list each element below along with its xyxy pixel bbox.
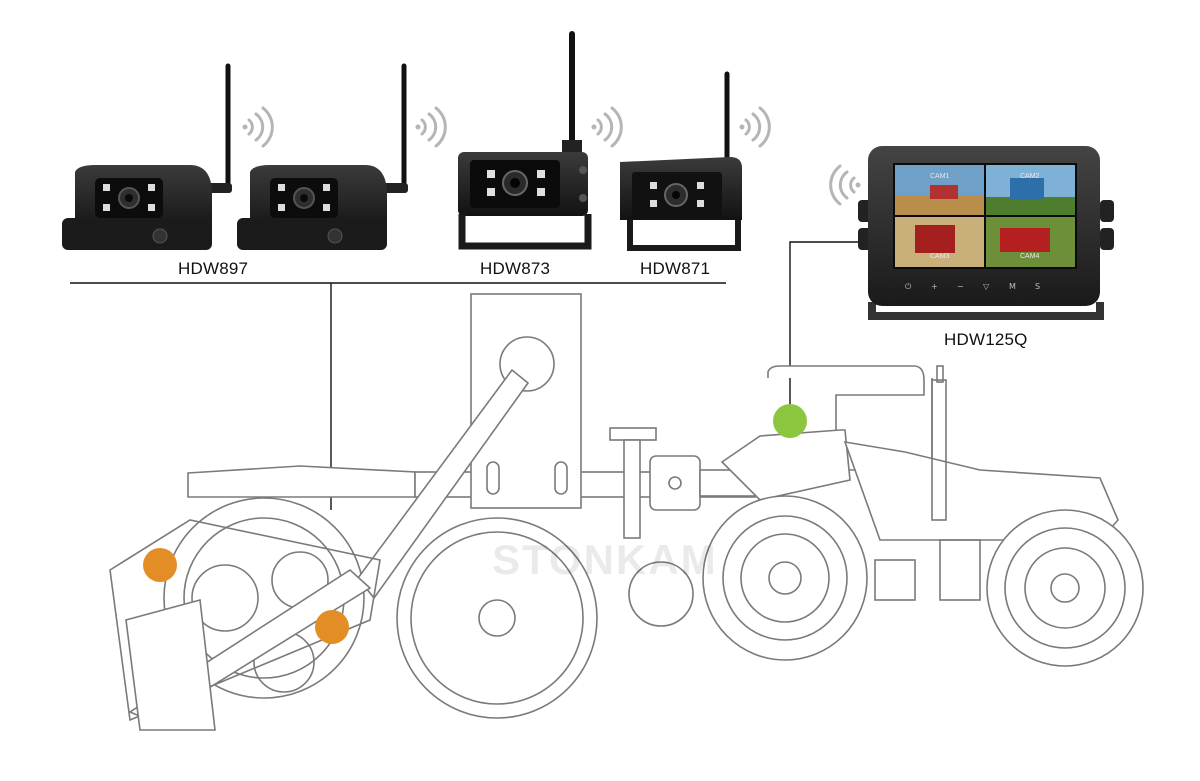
wifi-icon [829,164,861,206]
camera-hdw897-left [62,63,232,250]
disc-wheel [163,497,365,699]
monitor-button: S [1035,282,1040,291]
implement-line-art [109,293,757,731]
camera-label-hdw871: HDW871 [640,259,711,278]
tractor-cab [767,365,933,471]
wifi-icon [415,106,447,148]
tractor-rear-wheel [702,495,868,661]
wifi-icon [739,106,771,148]
camera-hdw871 [620,71,742,251]
monitor-button: ▽ [983,282,990,291]
tractor-line-art [702,365,1144,667]
wifi-icon [242,106,274,148]
monitor-button: − [957,282,964,291]
camera-hdw897-right [237,63,408,250]
tractor-front-wheel [986,509,1144,667]
quad-label: CAM2 [1020,173,1040,180]
camera-hdw873 [458,31,592,250]
quad-label: CAM4 [1020,253,1040,260]
hitch-block [649,455,701,511]
watermark-text: STONKAM [492,536,718,583]
camera-position-marker [315,610,349,644]
monitor-button-row: ⏻ + − ▽ M S [905,282,1040,291]
wifi-icon [591,106,623,148]
implement-frame [187,465,416,498]
monitor-label-hdw125q: HDW125Q [944,330,1028,349]
camera-label-hdw897: HDW897 [178,259,249,278]
hitch-ball [628,561,694,627]
implement-tower [470,293,582,509]
camera-position-marker [143,548,177,582]
camera-label-hdw873: HDW873 [480,259,551,278]
monitor-drop-line [789,241,870,420]
monitor-button: M [1009,282,1016,291]
quad-label: CAM3 [930,253,950,260]
wifi-signals [242,106,861,206]
roller-wheel [396,517,598,719]
monitor-button: ⏻ [905,282,912,291]
arm-upper [356,368,530,600]
quad-label: CAM1 [930,173,950,180]
monitor-button: + [931,282,938,291]
monitor-position-marker [773,404,807,438]
monitor-hdw125q: CAM1 CAM2 CAM3 CAM4 ⏻ + − ▽ M S [858,146,1114,320]
